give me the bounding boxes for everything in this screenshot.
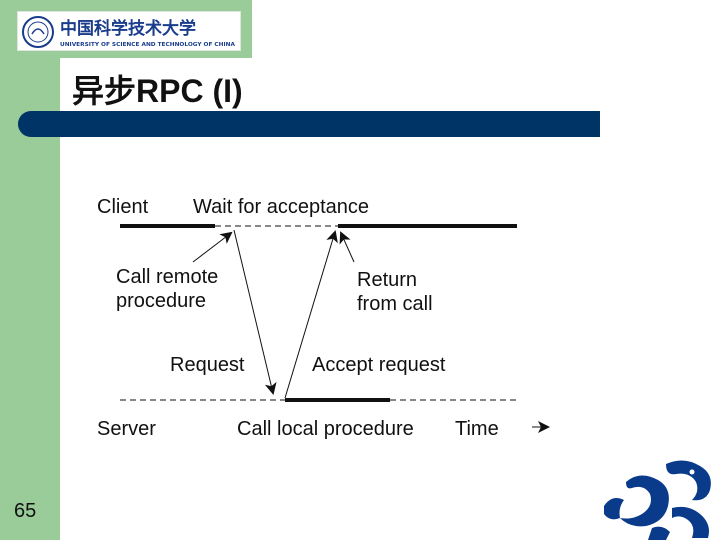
sidebar-band — [0, 0, 60, 540]
university-logo: 中国科学技术大学 UNIVERSITY OF SCIENCE AND TECHN… — [17, 11, 241, 51]
time-label: Time — [455, 418, 499, 440]
page-number: 65 — [14, 500, 37, 522]
logo-text-en: UNIVERSITY OF SCIENCE AND TECHNOLOGY OF … — [60, 42, 235, 48]
call-local-procedure-label: Call local procedure — [237, 418, 414, 440]
return-pointer-arrow — [339, 231, 355, 263]
accept-request-label: Accept request — [312, 354, 446, 376]
return-label-line1: Return — [357, 269, 417, 291]
dragon-emblem-icon — [604, 460, 711, 540]
server-label: Server — [97, 418, 156, 440]
client-label: Client — [97, 196, 149, 218]
slide-title: 异步RPC (I) — [72, 73, 243, 109]
accept-arrow — [284, 230, 338, 399]
title-underline-bar — [18, 111, 600, 137]
return-label-line2: from call — [357, 293, 433, 315]
request-label: Request — [170, 354, 245, 376]
wait-for-acceptance-label: Wait for acceptance — [193, 196, 369, 218]
call-remote-label-line1: Call remote — [116, 266, 218, 288]
logo-text-cn: 中国科学技术大学 — [60, 18, 196, 39]
call-remote-label-line2: procedure — [116, 290, 206, 312]
call-remote-pointer-arrow — [192, 231, 233, 263]
request-arrow — [233, 229, 277, 395]
